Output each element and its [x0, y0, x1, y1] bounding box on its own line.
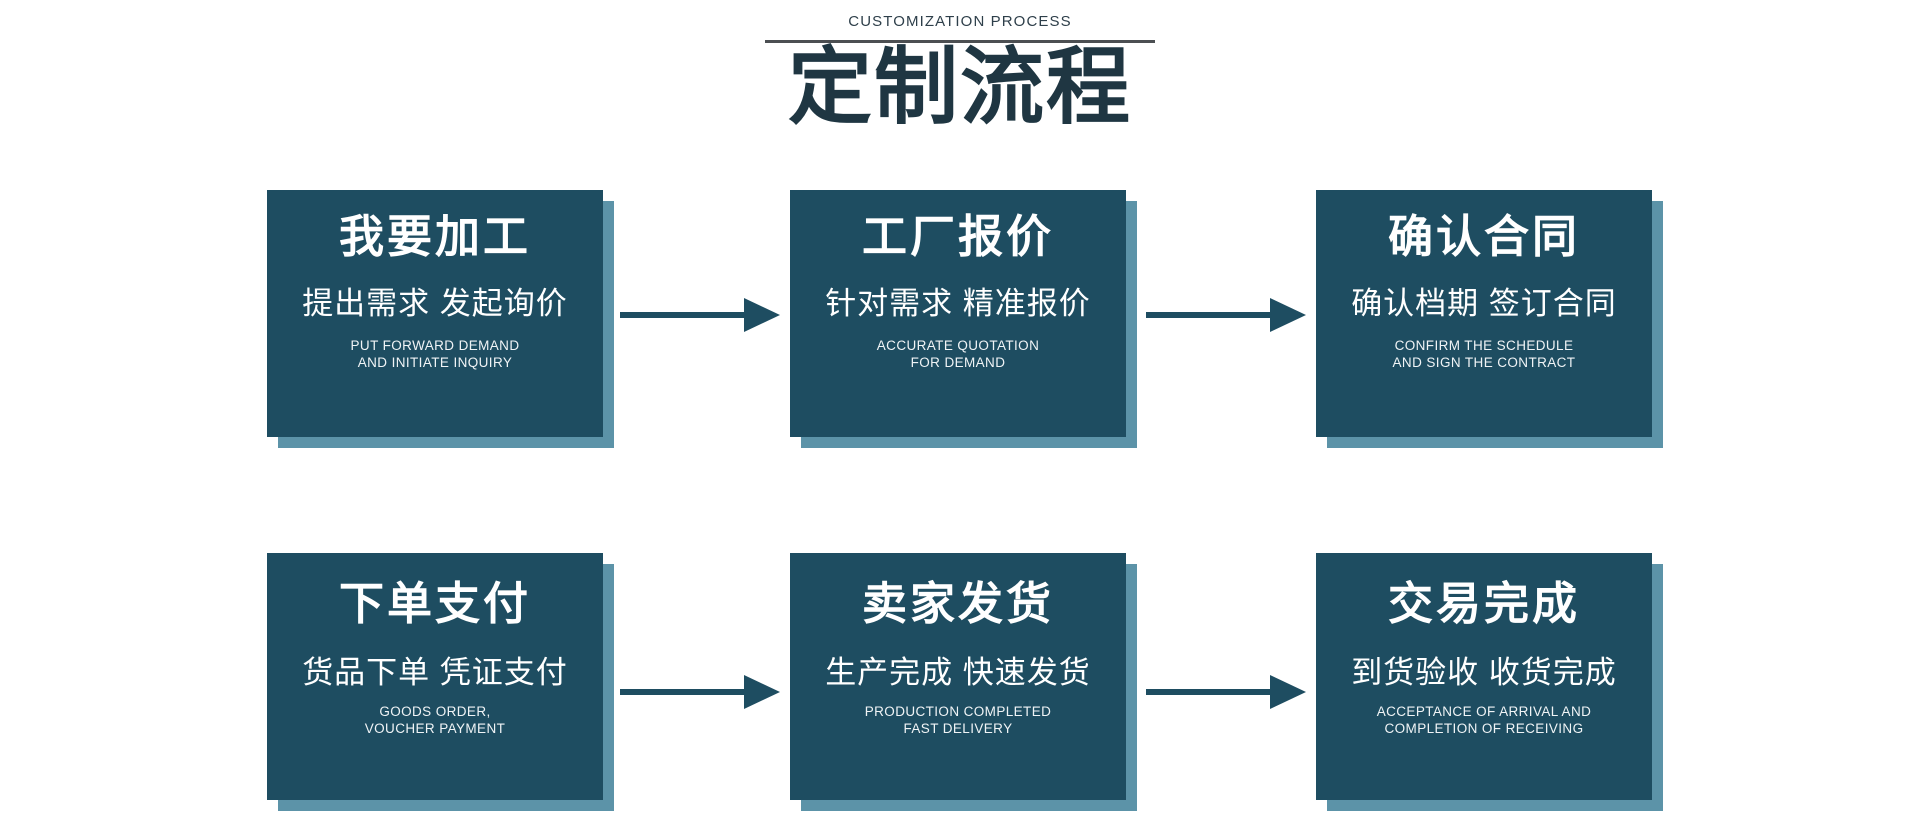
process-row-2: 下单支付 货品下单 凭证支付 GOODS ORDER, VOUCHER PAYM…: [0, 553, 1920, 811]
process-step-card[interactable]: 交易完成 到货验收 收货完成 ACCEPTANCE OF ARRIVAL AND…: [1316, 553, 1663, 811]
process-step-card[interactable]: 我要加工 提出需求 发起询价 PUT FORWARD DEMAND AND IN…: [267, 190, 614, 448]
process-row-1: 我要加工 提出需求 发起询价 PUT FORWARD DEMAND AND IN…: [0, 190, 1920, 448]
card-title: 我要加工: [338, 211, 531, 262]
card-title: 下单支付: [338, 578, 531, 629]
arrow-head: [1270, 675, 1306, 709]
card-body: 确认合同 确认档期 签订合同 CONFIRM THE SCHEDULE AND …: [1316, 190, 1652, 437]
card-title: 交易完成: [1387, 578, 1580, 629]
page-header: CUSTOMIZATION PROCESS 定制流程: [0, 0, 1920, 131]
arrow-shaft: [620, 312, 748, 318]
card-title: 卖家发货: [861, 578, 1054, 629]
card-body: 下单支付 货品下单 凭证支付 GOODS ORDER, VOUCHER PAYM…: [267, 553, 603, 800]
arrow-head: [1270, 298, 1306, 332]
process-step-card[interactable]: 确认合同 确认档期 签订合同 CONFIRM THE SCHEDULE AND …: [1316, 190, 1663, 448]
card-body: 交易完成 到货验收 收货完成 ACCEPTANCE OF ARRIVAL AND…: [1316, 553, 1652, 800]
process-flow: 我要加工 提出需求 发起询价 PUT FORWARD DEMAND AND IN…: [0, 190, 1920, 811]
card-english-caption: CONFIRM THE SCHEDULE AND SIGN THE CONTRA…: [1392, 338, 1576, 371]
header-divider: [765, 40, 1155, 43]
card-title: 确认合同: [1387, 211, 1580, 262]
card-subtitle: 生产完成 快速发货: [825, 654, 1091, 690]
flow-arrow-icon: [620, 675, 780, 709]
card-english-caption: ACCURATE QUOTATION FOR DEMAND: [876, 338, 1040, 371]
arrow-shaft: [1146, 312, 1274, 318]
process-step-card[interactable]: 工厂报价 针对需求 精准报价 ACCURATE QUOTATION FOR DE…: [790, 190, 1137, 448]
arrow-shaft: [620, 689, 748, 695]
flow-arrow-icon: [620, 298, 780, 332]
card-title: 工厂报价: [861, 211, 1054, 262]
card-body: 卖家发货 生产完成 快速发货 PRODUCTION COMPLETED FAST…: [790, 553, 1126, 800]
arrow-shaft: [1146, 689, 1274, 695]
card-body: 工厂报价 针对需求 精准报价 ACCURATE QUOTATION FOR DE…: [790, 190, 1126, 437]
arrow-head: [744, 675, 780, 709]
card-english-caption: ACCEPTANCE OF ARRIVAL AND COMPLETION OF …: [1376, 704, 1592, 737]
card-subtitle: 确认档期 签订合同: [1351, 285, 1617, 321]
card-english-caption: GOODS ORDER, VOUCHER PAYMENT: [364, 704, 506, 737]
card-english-caption: PUT FORWARD DEMAND AND INITIATE INQUIRY: [350, 338, 520, 371]
card-subtitle: 到货验收 收货完成: [1351, 654, 1617, 690]
page-title: 定制流程: [787, 40, 1132, 134]
eyebrow-label: CUSTOMIZATION PROCESS: [848, 13, 1072, 30]
flow-arrow-icon: [1146, 675, 1306, 709]
card-subtitle: 提出需求 发起询价: [302, 285, 568, 321]
card-english-caption: PRODUCTION COMPLETED FAST DELIVERY: [864, 704, 1052, 737]
process-step-card[interactable]: 下单支付 货品下单 凭证支付 GOODS ORDER, VOUCHER PAYM…: [267, 553, 614, 811]
arrow-head: [744, 298, 780, 332]
card-subtitle: 货品下单 凭证支付: [302, 654, 568, 690]
card-subtitle: 针对需求 精准报价: [825, 285, 1091, 321]
flow-arrow-icon: [1146, 298, 1306, 332]
card-body: 我要加工 提出需求 发起询价 PUT FORWARD DEMAND AND IN…: [267, 190, 603, 437]
process-step-card[interactable]: 卖家发货 生产完成 快速发货 PRODUCTION COMPLETED FAST…: [790, 553, 1137, 811]
